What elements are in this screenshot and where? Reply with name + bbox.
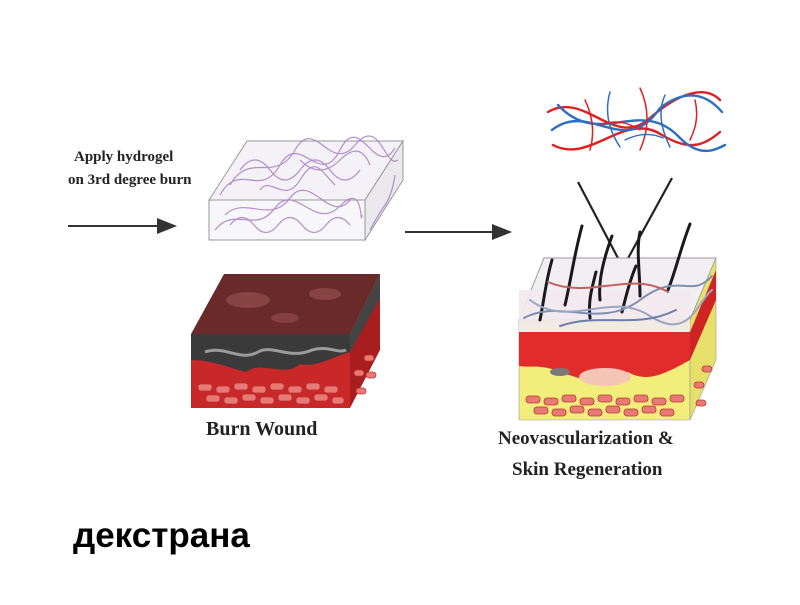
label-skin-regeneration: Skin Regeneration xyxy=(512,459,663,480)
label-burn-wound: Burn Wound xyxy=(206,418,318,440)
burn-cells xyxy=(197,354,377,405)
vessel-network xyxy=(546,87,727,153)
label-neovascularization: Neovascularization & xyxy=(498,428,674,449)
label-on-3rd-degree-burn: on 3rd degree burn xyxy=(68,172,192,188)
hair-strands xyxy=(538,222,692,322)
zoom-line-right xyxy=(625,177,673,263)
hydrogel-block xyxy=(208,135,404,242)
burn-wound-block xyxy=(191,274,380,408)
regenerated-skin-block xyxy=(518,222,717,421)
label-apply-hydrogel: Apply hydrogel xyxy=(74,149,174,165)
skin-vessels xyxy=(523,275,713,327)
caption-dextran: декстрана xyxy=(73,516,250,555)
zoom-line-left xyxy=(577,181,621,263)
skin-cells xyxy=(525,365,713,417)
hydrogel-fibers xyxy=(214,135,399,234)
